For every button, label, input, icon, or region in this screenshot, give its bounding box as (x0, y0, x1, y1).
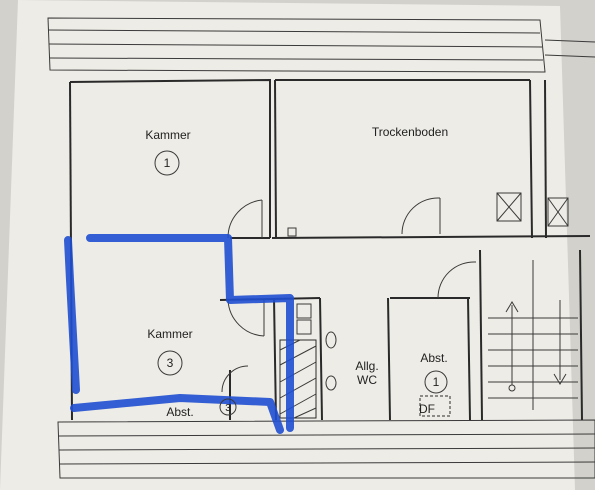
paper-sheet (0, 0, 575, 490)
wc-label-line1: Allg. (355, 359, 378, 373)
wc-label-line2: WC (357, 373, 377, 387)
abst3-number: 3 (225, 403, 231, 414)
kammer1-number-circle (154, 150, 180, 176)
roof-band-top (47, 17, 595, 73)
abst1-tag: DF (419, 402, 435, 416)
abst1-label: Abst. (420, 351, 447, 365)
door-swings (221, 197, 477, 393)
kammer1-number: 1 (164, 156, 171, 170)
abst1-number-circle (424, 370, 448, 394)
abst3-number-circle (219, 398, 237, 416)
trockenboden-label: Trockenboden (372, 125, 448, 139)
abst3-label: Abst. (166, 405, 193, 419)
abst1-number: 1 (433, 375, 440, 389)
staircase (488, 260, 578, 410)
kammer3-number-circle (157, 350, 183, 376)
roof-band-bottom (57, 419, 595, 479)
kammer3-label: Kammer (147, 327, 192, 341)
kammer3-number: 3 (167, 356, 174, 370)
kammer1-label: Kammer (145, 128, 190, 142)
